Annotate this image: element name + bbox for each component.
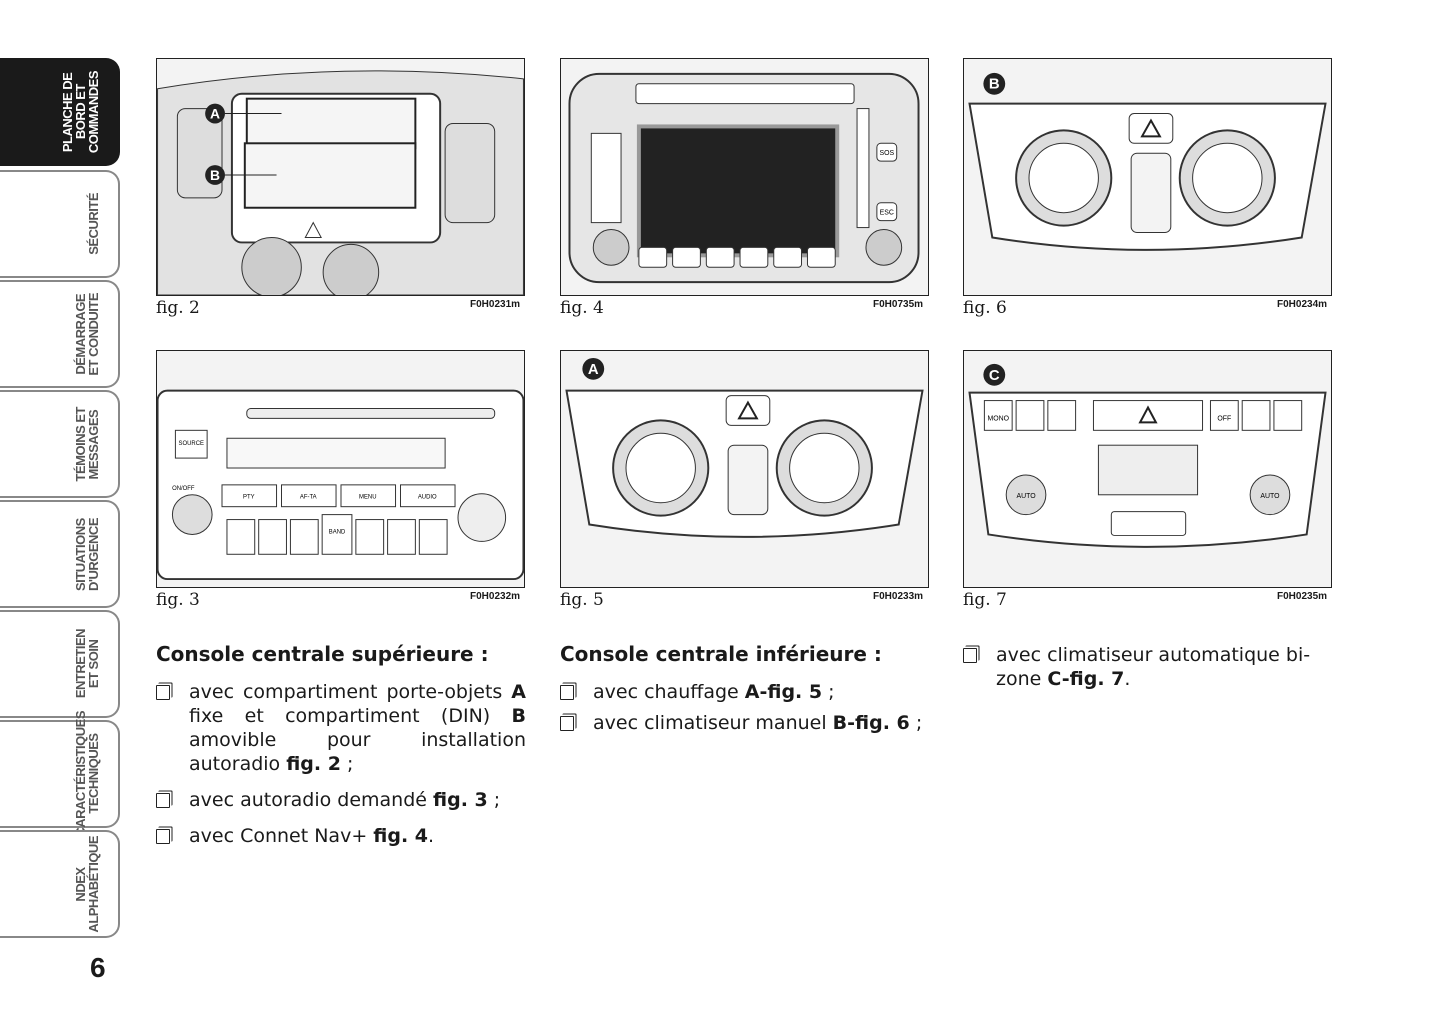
source-label: SOURCE <box>179 441 204 447</box>
marker-a: A <box>588 362 599 378</box>
list-item: avec Connet Nav+ fig. 4. <box>156 824 526 848</box>
tab-demarrage[interactable]: DÉMARRAGE ET CONDUITE <box>0 280 120 388</box>
tab-index[interactable]: NDEX ALPHABÉTIQUE <box>0 830 120 938</box>
tab-label: CARACTÉRISTIQUES TECHNIQUES <box>73 711 101 837</box>
figure-code: F0H0234m <box>1277 299 1328 310</box>
list-inferieure: avec chauffage A-fig. 5 ; avec climatise… <box>560 680 930 747</box>
menu-label: MENU <box>359 495 376 501</box>
list-item: avec compartiment porte-objets A fixe et… <box>156 680 526 776</box>
checkbox-bullet-icon <box>156 829 170 844</box>
checkbox-bullet-icon <box>560 716 574 731</box>
figure-5-illustration: A <box>560 350 929 588</box>
figure-2-illustration: A B <box>156 58 525 296</box>
figure-6-illustration: B <box>963 58 1332 296</box>
figure-code: F0H0231m <box>470 299 521 310</box>
figure-caption: fig. 3 <box>156 590 200 610</box>
band-label: BAND <box>329 529 346 535</box>
marker-b: B <box>989 77 1000 93</box>
list-item: avec climatiseur manuel B-fig. 6 ; <box>560 711 930 735</box>
tab-label: DÉMARRAGE ET CONDUITE <box>73 292 101 376</box>
marker-a: A <box>210 105 220 121</box>
figure-code: F0H0235m <box>1277 591 1328 602</box>
checkbox-bullet-icon <box>560 685 574 700</box>
figure-code: F0H0232m <box>470 591 521 602</box>
tab-label: NDEX ALPHABÉTIQUE <box>73 835 101 933</box>
figure-caption: fig. 2 <box>156 298 200 318</box>
checkbox-bullet-icon <box>156 793 170 808</box>
figure-caption: fig. 4 <box>560 298 604 318</box>
section-heading-inferieure: Console centrale inférieure : <box>560 642 882 666</box>
list-item: avec chauffage A-fig. 5 ; <box>560 680 930 704</box>
list-superieure: avec compartiment porte-objets A fixe et… <box>156 680 526 860</box>
figure-caption: fig. 7 <box>963 590 1007 610</box>
figure-7-illustration: MONO OFF AUTO AUTO C <box>963 350 1332 588</box>
mono-label: MONO <box>987 415 1009 422</box>
page-number: 6 <box>90 952 106 983</box>
pty-label: PTY <box>243 495 255 501</box>
figure-code: F0H0735m <box>873 299 924 310</box>
tab-label: SITUATIONS D'URGENCE <box>73 517 101 591</box>
figure-caption: fig. 5 <box>560 590 604 610</box>
list-bi-zone: avec climatiseur automatique bi-zone C-f… <box>963 643 1333 703</box>
section-heading-superieure: Console centrale supérieure : <box>156 642 489 666</box>
tab-label: ENTRETIEN ET SOIN <box>73 629 101 699</box>
marker-b: B <box>210 167 220 183</box>
tab-label: PLANCHE DE BORD ET COMMANDES <box>60 70 101 154</box>
tab-caracteristiques[interactable]: CARACTÉRISTIQUES TECHNIQUES <box>0 711 120 837</box>
audio-label: AUDIO <box>418 495 437 501</box>
on-off-label: ON/OFF <box>172 486 195 492</box>
checkbox-bullet-icon <box>963 648 977 663</box>
off-label: OFF <box>1217 415 1231 422</box>
figure-code: F0H0233m <box>873 591 924 602</box>
figure-caption: fig. 6 <box>963 298 1007 318</box>
tab-securite[interactable]: SÉCURITÉ <box>0 170 120 278</box>
tab-label: SÉCURITÉ <box>86 193 101 255</box>
tab-entretien[interactable]: ENTRETIEN ET SOIN <box>0 610 120 718</box>
list-item: avec climatiseur automatique bi-zone C-f… <box>963 643 1333 691</box>
sos-button-label: SOS <box>879 150 894 157</box>
tab-planche-de-bord[interactable]: PLANCHE DE BORD ET COMMANDES <box>0 58 120 166</box>
figure-3-illustration: SOURCE ON/OFF PTY AF-TA MENU AUDIO BAND <box>156 350 525 588</box>
list-item: avec autoradio demandé fig. 3 ; <box>156 788 526 812</box>
tab-label: TÉMOINS ET MESSAGES <box>73 406 101 482</box>
auto-left-label: AUTO <box>1016 493 1036 500</box>
esc-button-label: ESC <box>880 210 894 217</box>
tab-situations-urgence[interactable]: SITUATIONS D'URGENCE <box>0 500 120 608</box>
figure-4-illustration: SOS ESC <box>560 58 929 296</box>
tab-temoins[interactable]: TÉMOINS ET MESSAGES <box>0 390 120 498</box>
auto-right-label: AUTO <box>1260 493 1280 500</box>
af-ta-label: AF-TA <box>300 495 317 501</box>
marker-c: C <box>989 368 1000 384</box>
checkbox-bullet-icon <box>156 685 170 700</box>
